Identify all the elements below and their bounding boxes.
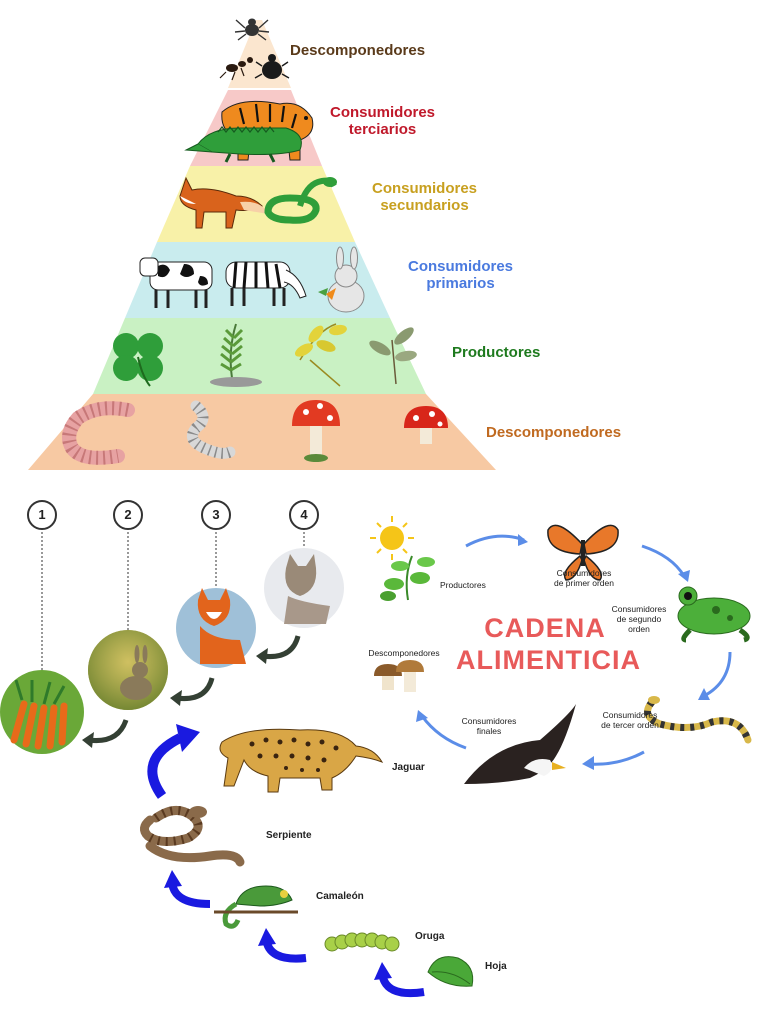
ant-icon: [219, 57, 253, 81]
number-badge-3: 3: [201, 500, 231, 530]
cycle-arrow-3: [703, 651, 732, 698]
arrow-4-to-3: [261, 635, 301, 660]
cycle-arrowhead-4: [582, 756, 594, 770]
grub-worm-icon: [186, 400, 236, 459]
cycle-arrowhead-3: [698, 688, 710, 700]
pyramid-label-decomposers-bottom: Descomponedores: [486, 424, 622, 441]
jaguar-icon: [219, 728, 384, 793]
arrowhead-2-to-1: [82, 732, 94, 748]
cycle-label-secondary: Consumidores de segundo orden: [611, 604, 667, 635]
chain-label-jaguar: Jaguar: [392, 762, 425, 773]
eagle-icon: [464, 704, 576, 784]
cycle-label-producers: Productores: [440, 580, 486, 590]
earthworm-icon: [62, 401, 135, 465]
chain-label-camaleon: Camaleón: [316, 891, 364, 902]
numbered-chain: [0, 528, 344, 754]
mushroom-red-icon: [404, 406, 448, 444]
beetle-icon: [254, 54, 290, 79]
cycle-title-line2: ALIMENTICIA: [456, 645, 641, 675]
chain-arrow-serpiente-to-jaguar: [147, 733, 183, 799]
cycle-arrow-2: [641, 544, 686, 577]
cycle-arrow-4: [587, 750, 645, 766]
chameleon-icon: [214, 885, 298, 929]
mushroom-fly-agaric-icon: [292, 400, 340, 462]
caterpillar-icon: [324, 932, 400, 952]
chain-label-serpiente: Serpiente: [266, 830, 312, 841]
pyramid-label-secondary: Consumidores secundarios: [372, 180, 478, 215]
snake-icon: [264, 177, 337, 224]
arrowhead-3-to-2: [170, 690, 182, 706]
cycle-arrow-5: [420, 715, 467, 750]
branch-leaves-icon: [369, 327, 417, 385]
cycle-arrowhead-2: [678, 570, 690, 582]
cow-icon: [139, 257, 213, 308]
fern-icon: [210, 323, 262, 387]
leaf-icon: [427, 956, 474, 987]
number-badge-2: 2: [113, 500, 143, 530]
fox-icon: [179, 176, 268, 229]
cycle-label-final: Consumidores finales: [461, 716, 517, 737]
cycle-arrowhead-1: [518, 534, 528, 546]
cycle-arrow-1: [465, 534, 525, 548]
fox-photo-icon: [176, 588, 256, 668]
sun-plant-icon: [370, 516, 435, 601]
arrow-3-to-2: [175, 677, 215, 702]
chain-label-hoja: Hoja: [485, 961, 507, 972]
zebra-icon: [225, 261, 307, 306]
coyote-photo-icon: [264, 548, 344, 628]
number-badge-4: 4: [289, 500, 319, 530]
cycle-label-primary: Consumidores de primer orden: [553, 568, 614, 589]
cycle-label-tertiary: Consumidores de tercer orden: [601, 710, 659, 731]
chain-arrowhead-serpiente-to-jaguar: [176, 724, 200, 752]
cycle-label-decomposers: Descomponedores: [368, 648, 440, 658]
pyramid-label-decomposers-top: Descomponedores: [290, 42, 426, 59]
pyramid-band-decomposers-top: [228, 20, 291, 88]
rabbit-icon: [318, 246, 365, 313]
arrowhead-4-to-3: [256, 648, 268, 664]
frog-icon: [677, 586, 751, 643]
pyramid-band-decomposers-bottom: [28, 394, 496, 470]
crocodile-icon: [184, 126, 302, 163]
coral-snake-icon: [644, 696, 752, 744]
chain-arrowhead-camaleon-to-serpiente: [164, 870, 182, 888]
rabbit-photo-icon: [88, 630, 168, 710]
number-badge-1: 1: [27, 500, 57, 530]
carrots-icon: [0, 670, 84, 754]
food-cycle: [370, 516, 752, 784]
butterfly-icon: [547, 524, 619, 581]
yellow-leaves-icon: [294, 323, 347, 387]
pyramid-label-producers: Productores: [452, 344, 541, 361]
cycle-arrowhead-5: [416, 710, 428, 722]
chain-arrowhead-oruga-to-camaleon: [258, 928, 276, 946]
pyramid-band-producers: [93, 318, 426, 394]
vertical-chain: [140, 724, 474, 997]
spider-icon: [234, 18, 270, 41]
chain-label-oruga: Oruga: [415, 931, 445, 942]
clover-icon: [113, 333, 163, 387]
chain-arrowhead-hoja-to-oruga: [374, 962, 392, 980]
arrow-2-to-1: [87, 719, 129, 744]
cycle-title-line1: CADENA: [484, 613, 606, 643]
mushrooms-icon: [374, 660, 424, 692]
pyramid-label-primary: Consumidores primarios: [408, 258, 514, 293]
pyramid-label-tertiary: Consumidores terciarios: [330, 104, 436, 139]
serpent-icon: [140, 806, 245, 867]
